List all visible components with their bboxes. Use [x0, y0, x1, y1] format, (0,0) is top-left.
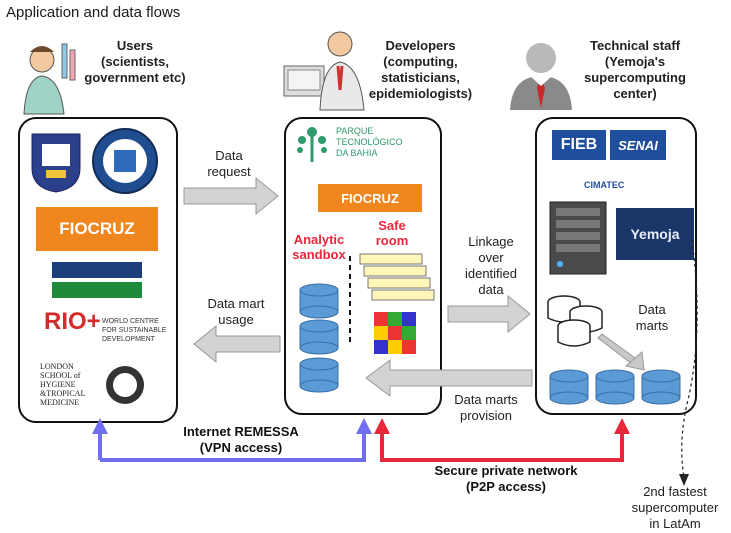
technical-staff-role-label: Technical staff (Yemoja's supercomputing…: [584, 38, 686, 101]
supercomputer-note: 2nd fastest supercomputer in LatAm: [631, 484, 719, 531]
safe-room-label: Safe room: [375, 218, 409, 248]
parque-tree-icon: [297, 127, 327, 162]
sandbox-saferoom-illustration: [299, 253, 435, 393]
developers-role-label: Developers (computing, statisticians, ep…: [368, 38, 473, 101]
linkage-label: Linkage over identified data: [464, 234, 518, 297]
linkage-arrow: [447, 294, 531, 334]
unb-logo-icon: [52, 262, 142, 298]
cimatec-logo: CIMATEC: [584, 180, 625, 190]
red-network-line: [380, 432, 624, 462]
data-request-label: Data request: [207, 148, 251, 179]
data-request-arrow: [183, 176, 279, 216]
analytic-sandbox-label: Analytic sandbox: [292, 232, 346, 262]
scientist-icon: [23, 43, 76, 115]
data-marts-databases: [549, 333, 681, 405]
data-marts-provision-arrow: [365, 359, 533, 397]
lshtm-crest-icon: [106, 366, 144, 404]
developer-icon: [283, 31, 365, 111]
diagram-title: Application and data flows: [6, 4, 181, 21]
yemoja-supercomputer-image: Yemoja: [616, 208, 694, 260]
internet-remessa-label: Internet REMESSA (VPN access): [183, 424, 299, 455]
senai-logo: SENAI: [610, 130, 666, 160]
data-mart-usage-arrow: [193, 324, 281, 364]
technician-icon: [510, 43, 572, 110]
ufba-crest-icon: [31, 133, 81, 193]
fieb-logo: FIEB: [552, 130, 606, 160]
data-marts-stack-icon: [547, 295, 603, 347]
parque-tecnologico-logo: PARQUE TECNOLÓGICO DA BAHIA: [336, 126, 403, 158]
university-seal-icon: [92, 128, 158, 194]
server-rack-icon: [549, 201, 607, 275]
fiocruz-logo-middle: FIOCRUZ: [318, 184, 422, 212]
users-role-label: Users (scientists, government etc): [84, 38, 186, 85]
blue-network-line: [100, 432, 366, 462]
rio-plus-logo: RIO+: [44, 308, 101, 335]
data-mart-usage-label: Data mart usage: [207, 296, 265, 327]
lshtm-logo-text: LONDON SCHOOL of HYGIENE &TROPICAL MEDIC…: [40, 362, 86, 407]
data-marts-label: Data marts: [635, 302, 669, 333]
data-marts-provision-label: Data marts provision: [454, 392, 518, 423]
secure-private-network-label: Secure private network (P2P access): [434, 463, 578, 494]
rio-plus-subtitle: WORLD CENTRE FOR SUSTAINABLE DEVELOPMENT: [102, 318, 167, 343]
supercomputer-link-line: [681, 239, 698, 479]
fiocruz-logo: FIOCRUZ: [36, 207, 158, 251]
